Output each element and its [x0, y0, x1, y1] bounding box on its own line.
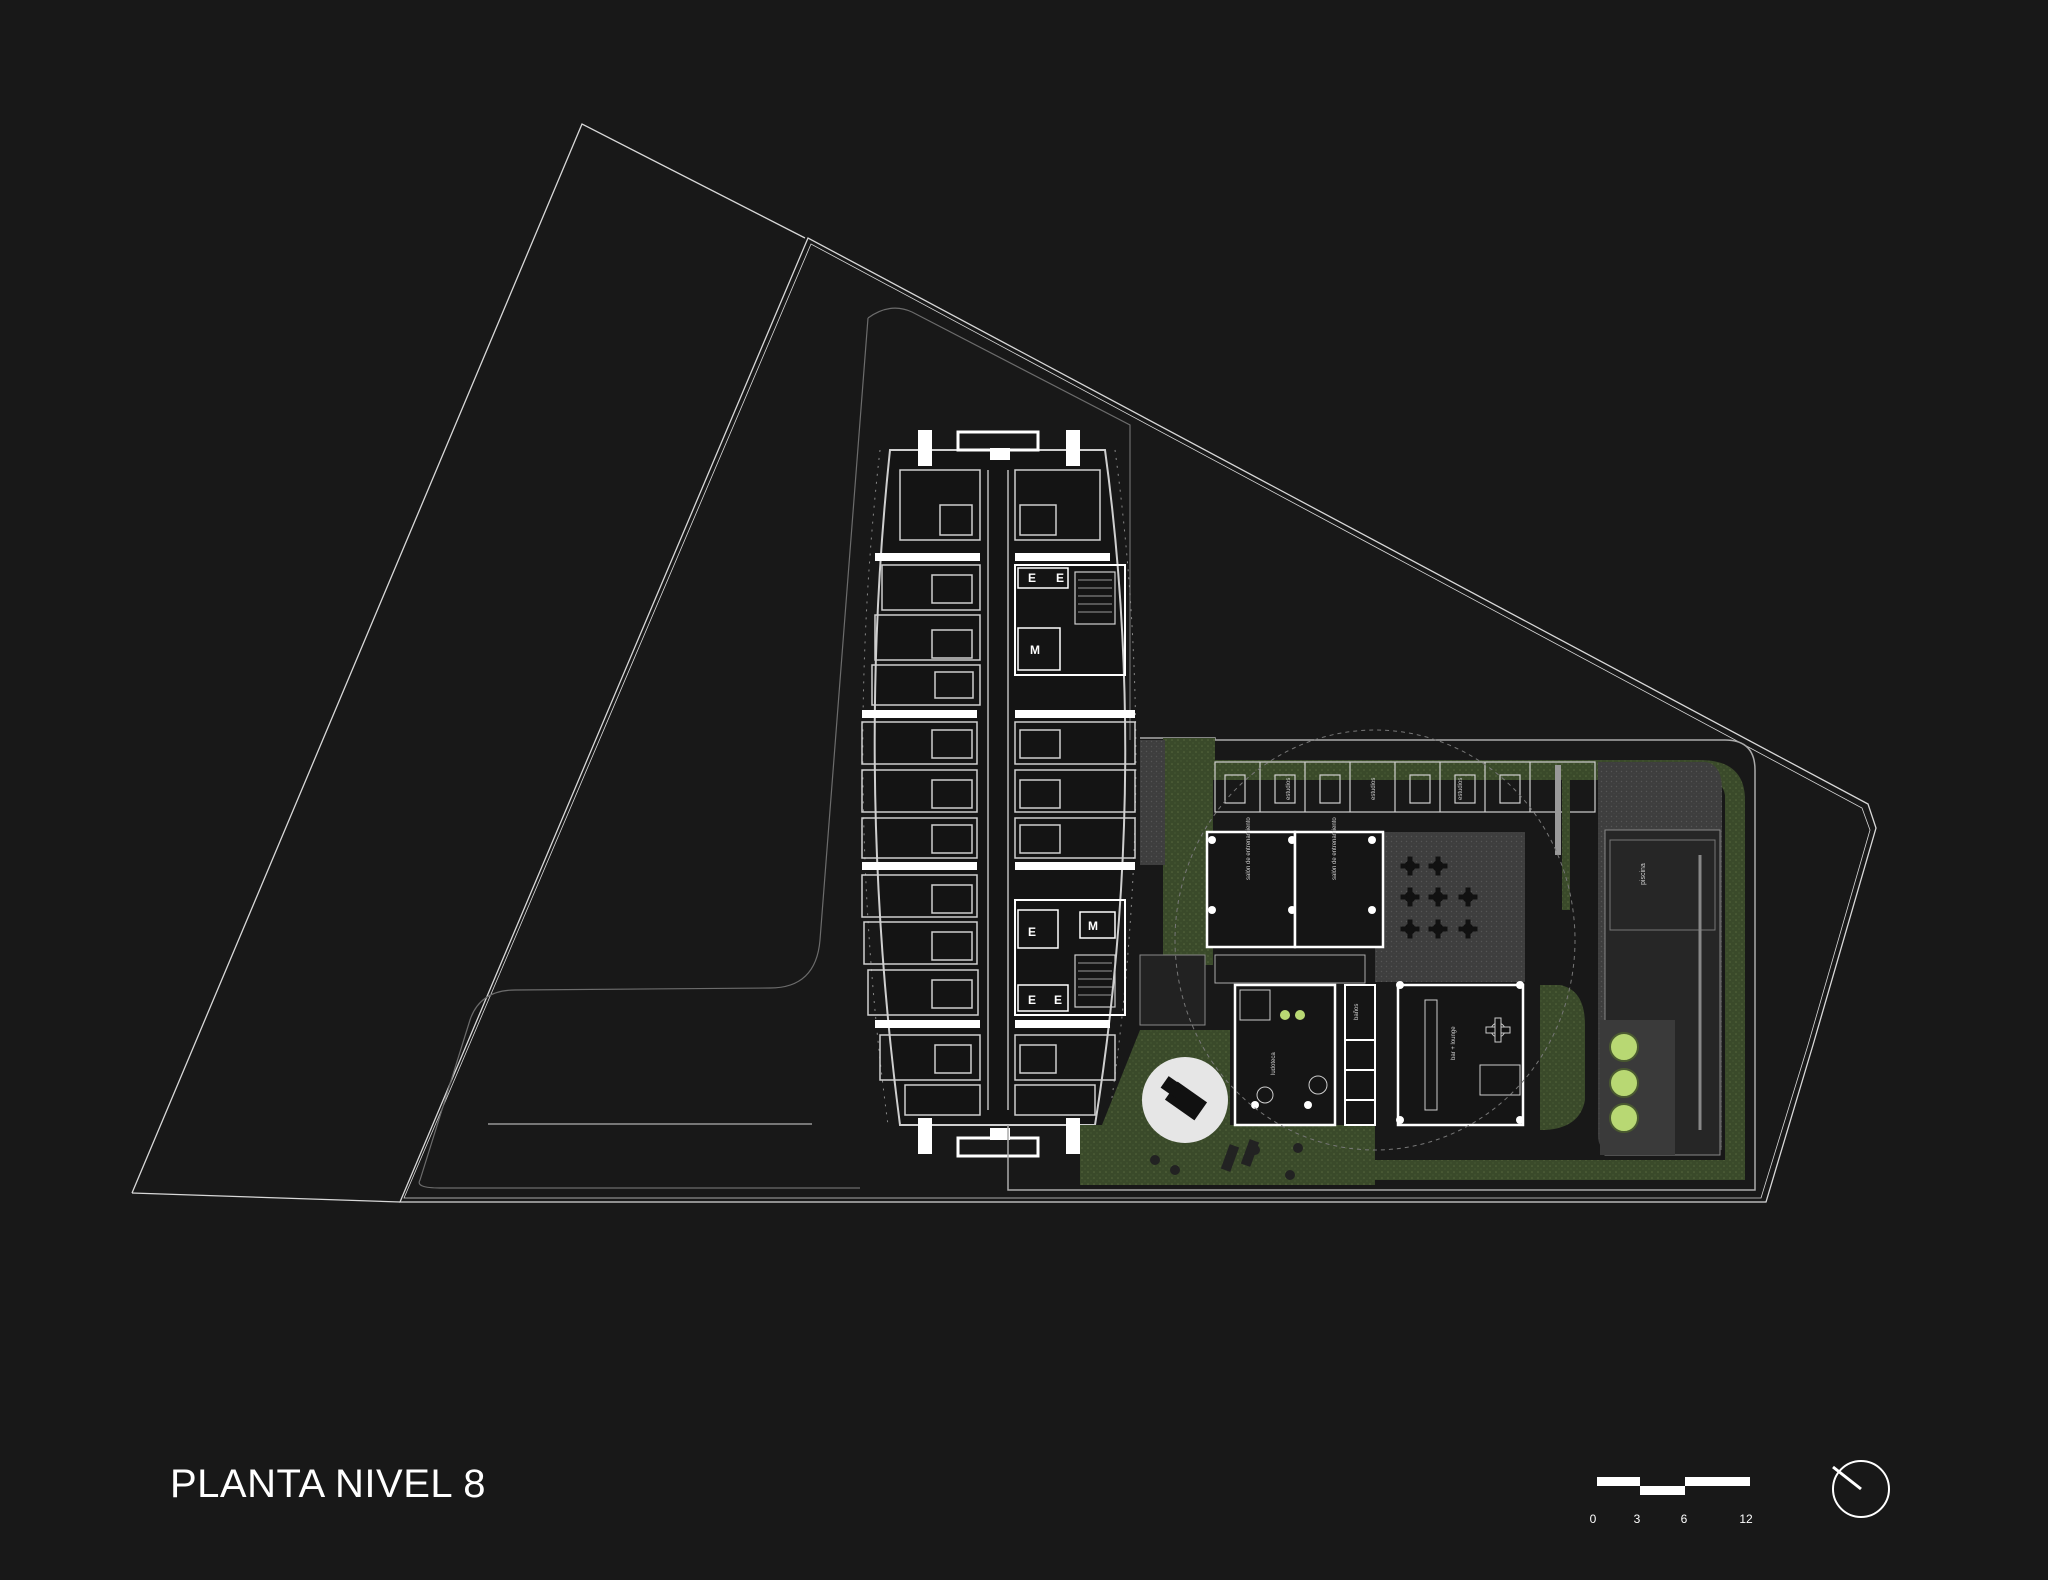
round-terrace	[1142, 1057, 1303, 1180]
svg-text:E: E	[1028, 571, 1036, 585]
scale-bar: 0 3 6 12	[1589, 1475, 1753, 1535]
core-north	[1014, 564, 1126, 676]
svg-text:M: M	[1030, 643, 1040, 657]
bar-lounge: bar + lounge	[1396, 981, 1525, 1127]
estudios	[1214, 761, 1596, 813]
terrace-tables	[1400, 856, 1478, 939]
svg-text:salón de entrenamiento: salón de entrenamiento	[1332, 817, 1338, 880]
svg-text:estudios: estudios	[1286, 778, 1292, 800]
svg-text:E: E	[1028, 993, 1036, 1007]
units-right	[1014, 469, 1136, 1116]
scale-bar-graphic	[1597, 1477, 1750, 1495]
lot-boundary	[399, 237, 1877, 1203]
scale-label-0: 0	[1589, 1512, 1597, 1526]
terrace-west	[1140, 740, 1165, 865]
svg-text:bar + lounge: bar + lounge	[1451, 1026, 1457, 1060]
site-boundary	[131, 123, 806, 1203]
core-south	[1014, 899, 1126, 1016]
svg-text:baños: baños	[1354, 1004, 1360, 1020]
units-left	[861, 469, 981, 1116]
amenity-podium: piscina estudios estudios estudios	[1007, 729, 1756, 1191]
garden-bar-edge	[1540, 985, 1585, 1130]
trees	[1600, 1020, 1675, 1155]
svg-text:estudios: estudios	[1458, 778, 1464, 800]
svg-text:E: E	[1056, 571, 1064, 585]
svg-text:salón de entrenamiento: salón de entrenamiento	[1246, 817, 1252, 880]
scale-label-3: 3	[1633, 1512, 1641, 1526]
north-arrow-icon	[1832, 1460, 1890, 1518]
elevator-labels: E E M E M E E	[1028, 571, 1098, 1007]
garden-bar	[1555, 765, 1570, 910]
tower	[862, 430, 1137, 1158]
terrace-paving	[1375, 832, 1525, 982]
sanitarios: baños	[1344, 984, 1376, 1126]
svg-text:E: E	[1028, 925, 1036, 939]
svg-text:piscina: piscina	[1640, 863, 1647, 885]
svg-text:E: E	[1054, 993, 1062, 1007]
plan-title: PLANTA NIVEL 8	[170, 1462, 487, 1506]
salones-entrenamiento: salón de entrenamiento salón de entrenam…	[1205, 817, 1385, 949]
svg-text:estudios: estudios	[1371, 778, 1377, 800]
driveway-outline	[418, 307, 1131, 1189]
scale-label-6: 6	[1680, 1512, 1688, 1526]
garden-west	[1163, 740, 1213, 965]
svg-text:M: M	[1088, 919, 1098, 933]
scale-label-12: 12	[1739, 1512, 1753, 1526]
ludoteca: ludoteca	[1233, 983, 1337, 1127]
svg-text:ludoteca: ludoteca	[1271, 1052, 1277, 1075]
